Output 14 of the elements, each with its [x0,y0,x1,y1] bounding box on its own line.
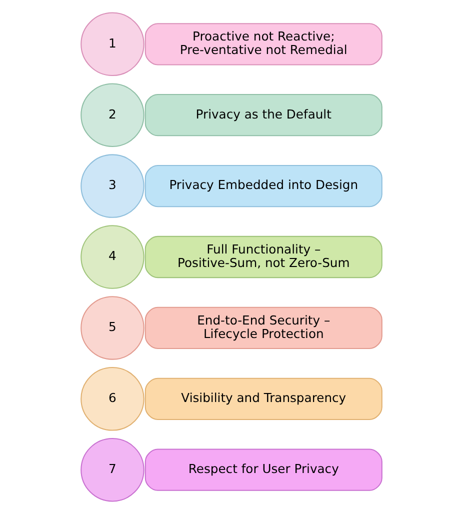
node-box: End-to-End Security – Lifecycle Protection [144,306,382,350]
node-circle: 5 [80,296,144,360]
node-circle: 1 [80,12,144,76]
node-box: Privacy as the Default [144,94,382,136]
node-box: Full Functionality – Positive-Sum, not Zero-Sum [144,236,382,278]
node-circle: 6 [80,367,144,431]
node-box: Proactive not Reactive; Pre-ventative not Remedial [144,23,382,66]
node-circle: 3 [80,154,144,218]
node-circle: 2 [80,83,144,147]
node-box: Privacy Embedded into Design [144,164,382,208]
node-box: Respect for User Privacy [144,448,382,491]
node-circle: 4 [80,225,144,289]
node-box: Visibility and Transparency [144,378,382,420]
node-circle: 7 [80,438,144,502]
